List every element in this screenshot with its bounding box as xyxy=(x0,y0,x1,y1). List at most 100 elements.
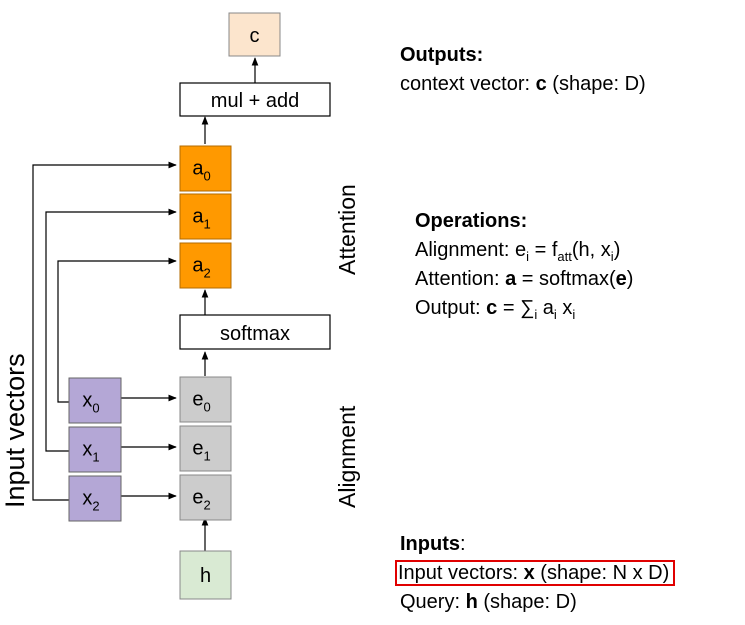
input-vectors-highlight: Input vectors: x (shape: N x D) xyxy=(394,560,676,586)
input-vectors-side-label: Input vectors xyxy=(0,353,30,508)
input-x2-label: x2 xyxy=(82,488,99,514)
input-x1-label-base: x xyxy=(82,439,92,461)
op-att-end: ) xyxy=(626,268,634,290)
operations-heading: Operations: xyxy=(415,210,528,232)
arrow-x1-to-a1 xyxy=(45,208,177,452)
attention-a0-label-base: a xyxy=(192,158,204,180)
attention-a2-box xyxy=(179,242,232,289)
op-out-mid: = ∑ xyxy=(497,297,535,319)
input-x0-label-sub: 0 xyxy=(92,401,99,416)
alignment-e2-label-base: e xyxy=(192,487,203,509)
inputs-input-prefix: Input vectors: xyxy=(398,562,524,584)
attention-a0-box xyxy=(179,145,232,192)
op-att-mid: = softmax( xyxy=(516,268,616,290)
op-att-bold-a: a xyxy=(505,268,517,290)
attention-a2-node: a2 xyxy=(179,242,232,289)
alignment-e2-label: e2 xyxy=(192,487,210,513)
alignment-e0-box xyxy=(179,376,232,423)
alignment-e0-node: e0 xyxy=(179,376,232,423)
inputs-heading: Inputs xyxy=(400,533,460,555)
input-x0-label: x0 xyxy=(82,390,99,416)
alignment-e1-box xyxy=(179,425,232,472)
attention-a2-label: a2 xyxy=(192,255,210,281)
inputs-heading-colon: : xyxy=(460,533,466,555)
op-align-end: ) xyxy=(613,239,621,261)
arrow-x0-to-a2 xyxy=(57,257,177,403)
output-c-node: c xyxy=(228,12,281,57)
op-out-sub-i3: i xyxy=(572,307,576,322)
mul-add-label: mul + add xyxy=(211,90,299,112)
alignment-e2-node: e2 xyxy=(179,474,232,521)
op-out-bold-c: c xyxy=(486,297,498,319)
outputs-line: context vector: c (shape: D) xyxy=(400,70,646,99)
outputs-heading: Outputs: xyxy=(400,44,484,66)
op-out-x: x xyxy=(556,297,573,319)
alignment-e2-box xyxy=(179,474,232,521)
output-c-box xyxy=(228,12,281,57)
attention-a1-box xyxy=(179,193,232,240)
inputs-heading-row: Inputs: xyxy=(400,530,673,559)
alignment-e1-label-base: e xyxy=(192,438,203,460)
input-x0-box xyxy=(68,377,122,424)
attention-a0-node: a0 xyxy=(179,145,232,192)
operations-output-line: Output: c = ∑i ai xi xyxy=(415,294,633,323)
attention-a2-label-base: a xyxy=(192,255,204,277)
operations-alignment-line: Alignment: ei = fatt(h, xi) xyxy=(415,236,633,265)
attention-a0-label-sub: 0 xyxy=(203,169,210,184)
input-x2-label-base: x xyxy=(82,488,92,510)
alignment-side-label: Alignment xyxy=(334,405,360,508)
input-x2-node: x2 xyxy=(68,475,122,522)
op-out-prefix: Output: xyxy=(415,297,487,319)
op-out-sub-i2: i xyxy=(553,307,557,322)
query-h-node: h xyxy=(179,550,232,600)
outputs-line-suffix: (shape: D) xyxy=(546,73,646,95)
inputs-panel: Inputs: Input vectors: x (shape: N x D) … xyxy=(394,530,676,617)
attention-a1-label-sub: 1 xyxy=(203,217,210,232)
alignment-e0-label-sub: 0 xyxy=(203,400,210,415)
op-align-args: (h, x xyxy=(571,239,611,261)
input-x1-label: x1 xyxy=(82,439,99,465)
attention-a0-label: a0 xyxy=(192,158,210,184)
flow-arrows xyxy=(32,57,259,551)
inputs-query-line: Query: h (shape: D) xyxy=(400,588,673,617)
query-h-label: h xyxy=(200,565,211,587)
softmax-label: softmax xyxy=(220,323,290,345)
softmax-box xyxy=(179,314,331,350)
outputs-line-prefix: context vector: xyxy=(400,73,536,95)
op-out-a: a xyxy=(537,297,554,319)
inputs-query-prefix: Query: xyxy=(400,591,466,613)
op-align-sub-i2: i xyxy=(610,249,614,264)
mul-add-box xyxy=(179,82,331,117)
alignment-e0-label-base: e xyxy=(192,389,203,411)
outputs-line-bold: c xyxy=(535,73,547,95)
op-align-prefix: Alignment: e xyxy=(415,239,527,261)
op-align-mid: = f xyxy=(529,239,558,261)
op-att-prefix: Attention: xyxy=(415,268,506,290)
attention-a1-label-base: a xyxy=(192,206,204,228)
inputs-query-suffix: (shape: D) xyxy=(477,591,577,613)
input-x0-node: x0 xyxy=(68,377,122,424)
alignment-e2-label-sub: 2 xyxy=(203,498,210,513)
arrow-x2-to-a0 xyxy=(32,161,177,501)
attention-side-label: Attention xyxy=(334,184,360,275)
alignment-e1-label: e1 xyxy=(192,438,210,464)
inputs-input-line-row: Input vectors: x (shape: N x D) xyxy=(394,559,676,588)
mul-add-node: mul + add xyxy=(179,82,331,117)
input-x1-node: x1 xyxy=(68,426,122,473)
softmax-node: softmax xyxy=(179,314,331,350)
alignment-e1-label-sub: 1 xyxy=(203,449,210,464)
attention-a2-label-sub: 2 xyxy=(203,266,210,281)
operations-panel: Operations: Alignment: ei = fatt(h, xi) … xyxy=(415,207,633,323)
op-att-bold-e: e xyxy=(615,268,627,290)
inputs-query-bold: h xyxy=(465,591,478,613)
operations-attention-line: Attention: a = softmax(e) xyxy=(415,265,633,294)
alignment-e1-node: e1 xyxy=(179,425,232,472)
input-x1-box xyxy=(68,426,122,473)
inputs-input-suffix: (shape: N x D) xyxy=(534,562,670,584)
input-x1-label-sub: 1 xyxy=(92,450,99,465)
attention-a1-label: a1 xyxy=(192,206,210,232)
input-x2-box xyxy=(68,475,122,522)
